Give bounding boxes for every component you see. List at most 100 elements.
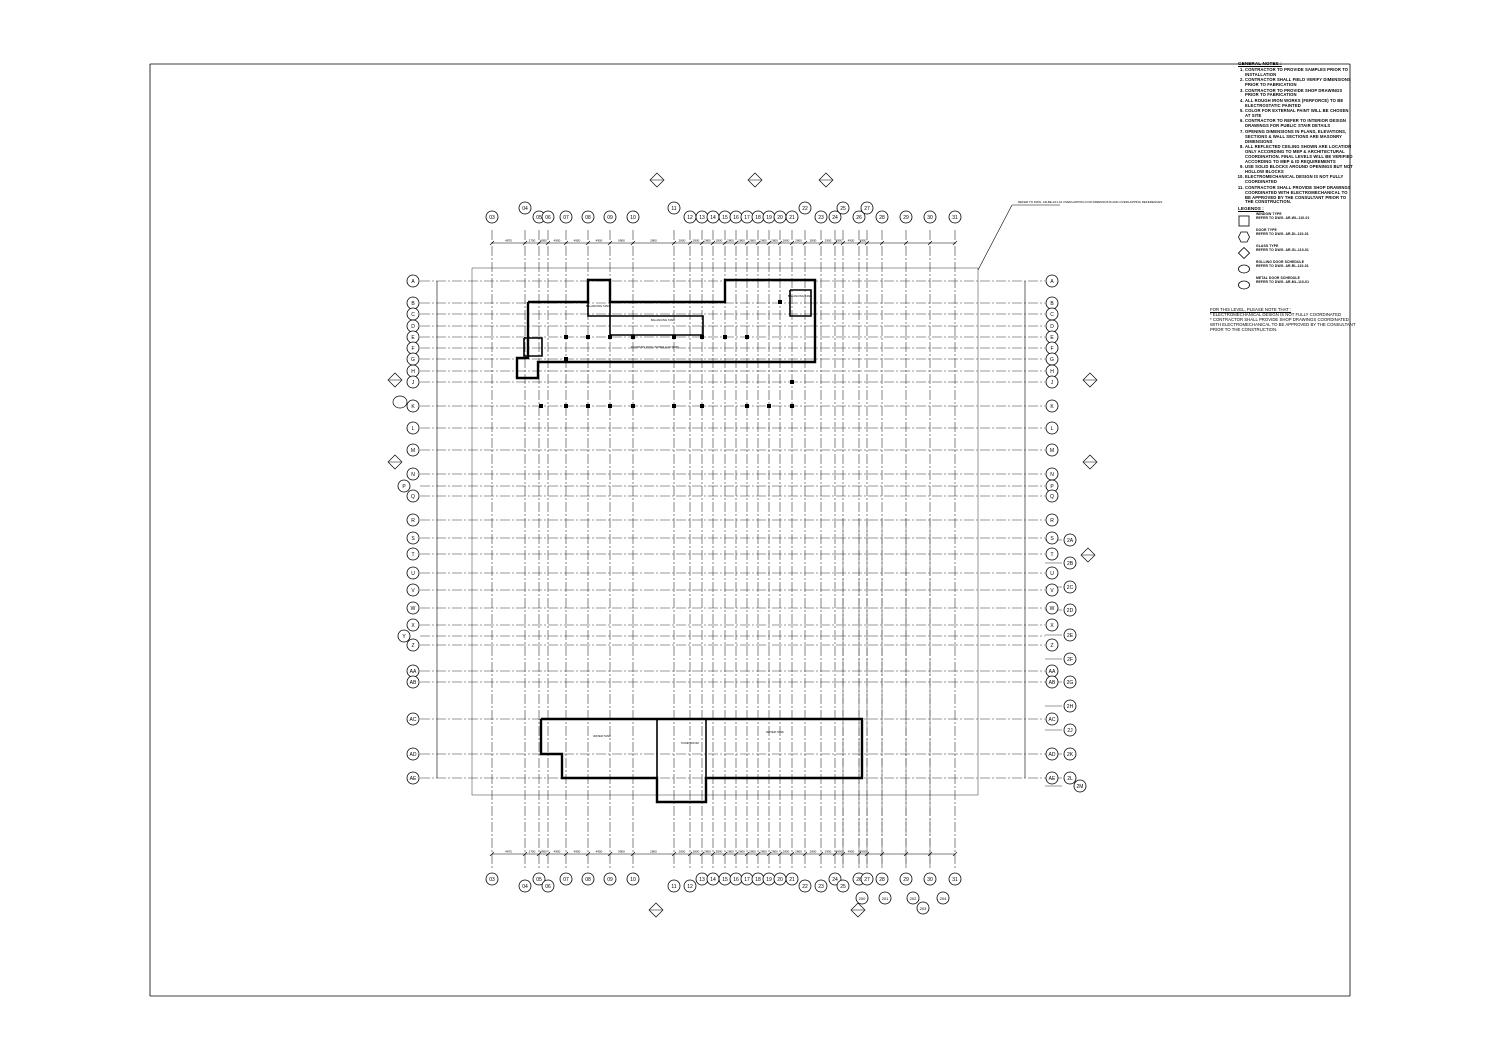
grid-bubble-right-A: A <box>1045 274 1059 288</box>
grid-bubble-bottom-200: 200 <box>855 891 869 905</box>
grid-bubble-label: 29 <box>903 877 909 883</box>
grid-bubble-right-S: S <box>1045 531 1059 545</box>
grid-bubble-label: 14 <box>710 215 716 221</box>
grid-bubble-label: S <box>411 536 415 542</box>
dimension-tick <box>545 240 551 246</box>
grid-bubble-label: 13 <box>699 877 705 883</box>
dimension-label: 2800 <box>738 850 745 854</box>
dimension-label: 2800 <box>771 850 778 854</box>
grid-bubble-label: T <box>411 552 414 558</box>
grid-bubble-label: 22 <box>802 884 808 890</box>
grid-bubble-label: G <box>1050 357 1054 363</box>
grid-bubble-label: 30 <box>927 215 933 221</box>
dimension-tick <box>607 240 613 246</box>
structural-column <box>564 335 568 339</box>
dimension-tick <box>710 851 716 857</box>
grid-bubble-label: 21 <box>789 877 795 883</box>
grid-bubble-label: A <box>411 279 415 285</box>
room-label: BALANCING TANK <box>651 318 675 322</box>
grid-bubble-label: 25 <box>840 884 846 890</box>
grid-bubble-circle <box>1045 375 1059 389</box>
grid-bubble-label: AE <box>1049 776 1056 782</box>
room-label: WATER TANK <box>766 730 784 734</box>
grid-bubble-circle <box>559 210 573 224</box>
grid-bubble-label: 2K <box>1067 752 1074 758</box>
dimension-tick <box>522 851 528 857</box>
dimension-label: 2800 <box>795 239 802 243</box>
grid-bubble-circle <box>836 201 850 215</box>
general-notes: GENERAL NOTES : CONTRACTOR TO PROVIDE SA… <box>1238 61 1353 293</box>
grid-bubble-label: B <box>411 301 415 307</box>
dimension-label: 2800 <box>760 239 767 243</box>
dimension-tick <box>733 851 739 857</box>
grid-bubble-label: 06 <box>545 884 551 890</box>
grid-bubble-right-AA: AA <box>1045 664 1059 678</box>
note-item: CONTRACTOR TO PROVIDE SHOP DRAWINGS PRIO… <box>1245 88 1353 99</box>
grid-bubble-left-E: E <box>406 330 420 344</box>
grid-bubble-label: 28 <box>879 215 885 221</box>
grid-bubble-circle <box>406 489 420 503</box>
grid-bubble-right-D: D <box>1045 319 1059 333</box>
grid-bubble-circle <box>1063 723 1077 737</box>
grid-bubble-top-26: 26 <box>852 210 866 224</box>
grid-bubble-circle <box>603 210 617 224</box>
grid-bubble-circle <box>1063 699 1077 713</box>
grid-bubble-right-B: B <box>1045 296 1059 310</box>
structural-column <box>790 404 794 408</box>
grid-bubble-left-A: A <box>406 274 420 288</box>
dimension-label: 4950 <box>574 239 581 243</box>
room-label: PUMP ROOM <box>681 741 699 745</box>
grid-bubble-circle <box>667 201 681 215</box>
dimension-tick <box>755 851 761 857</box>
grid-bubble-label: F <box>411 346 414 352</box>
dimension-tick <box>563 851 569 857</box>
dimension-tick <box>536 240 542 246</box>
grid-bubble-left-AA: AA <box>406 664 420 678</box>
dimension-label: 4950 <box>848 850 855 854</box>
dimension-label: 2800 <box>716 850 723 854</box>
grid-bubble-right-U: U <box>1045 566 1059 580</box>
grid-bubble-label: 20 <box>777 215 783 221</box>
grid-bubble-right-G: G <box>1045 352 1059 366</box>
grid-bubble-label: X <box>1050 623 1054 629</box>
grid-bubble-bottom-22: 22 <box>798 879 812 893</box>
grid-bubble-label: U <box>1050 571 1054 577</box>
dimension-tick <box>733 240 739 246</box>
grid-bubble-left-Y: Y <box>397 629 411 643</box>
grid-bubble-circle <box>1045 675 1059 689</box>
ellipse-tag-icon <box>1238 280 1250 290</box>
grid-bubble-circle <box>541 210 555 224</box>
dimension-tick <box>818 851 824 857</box>
notes-heading: GENERAL NOTES : <box>1238 61 1282 66</box>
grid-bubble-circle <box>397 479 411 493</box>
grid-bubble-top-06: 06 <box>541 210 555 224</box>
dimension-tick <box>699 240 705 246</box>
grid-bubble-label: 19 <box>766 215 772 221</box>
grid-bubble-circle <box>1063 628 1077 642</box>
grid-bubble-top-04: 04 <box>518 201 532 215</box>
grid-bubble-left-L: L <box>406 421 420 435</box>
grid-bubble-label: 09 <box>607 877 613 883</box>
grid-bubble-top-20: 20 <box>773 210 787 224</box>
grid-bubble-label: Y <box>402 634 406 640</box>
balancing-tank-3-wall <box>789 289 812 317</box>
grid-bubble-label: N <box>411 472 415 478</box>
grid-bubble-right-T: T <box>1045 547 1059 561</box>
dimension-label: 4950 <box>860 850 867 854</box>
structural-column <box>723 335 727 339</box>
legend-ref: REFER TO DWG. AR-RL-110-01 <box>1256 264 1309 269</box>
grid-bubble-circle <box>581 872 595 886</box>
dimension-tick <box>489 851 495 857</box>
dimension-tick <box>585 851 591 857</box>
structural-column <box>608 404 612 408</box>
dimension-tick <box>864 851 870 857</box>
grid-bubble-label: R <box>1050 518 1054 524</box>
grid-bubble-circle <box>1045 421 1059 435</box>
grid-bubble-right-secondary-2D: 2D <box>1063 603 1077 617</box>
structural-column <box>745 404 749 408</box>
grid-bubble-label: S <box>1050 536 1054 542</box>
structural-column <box>745 335 749 339</box>
